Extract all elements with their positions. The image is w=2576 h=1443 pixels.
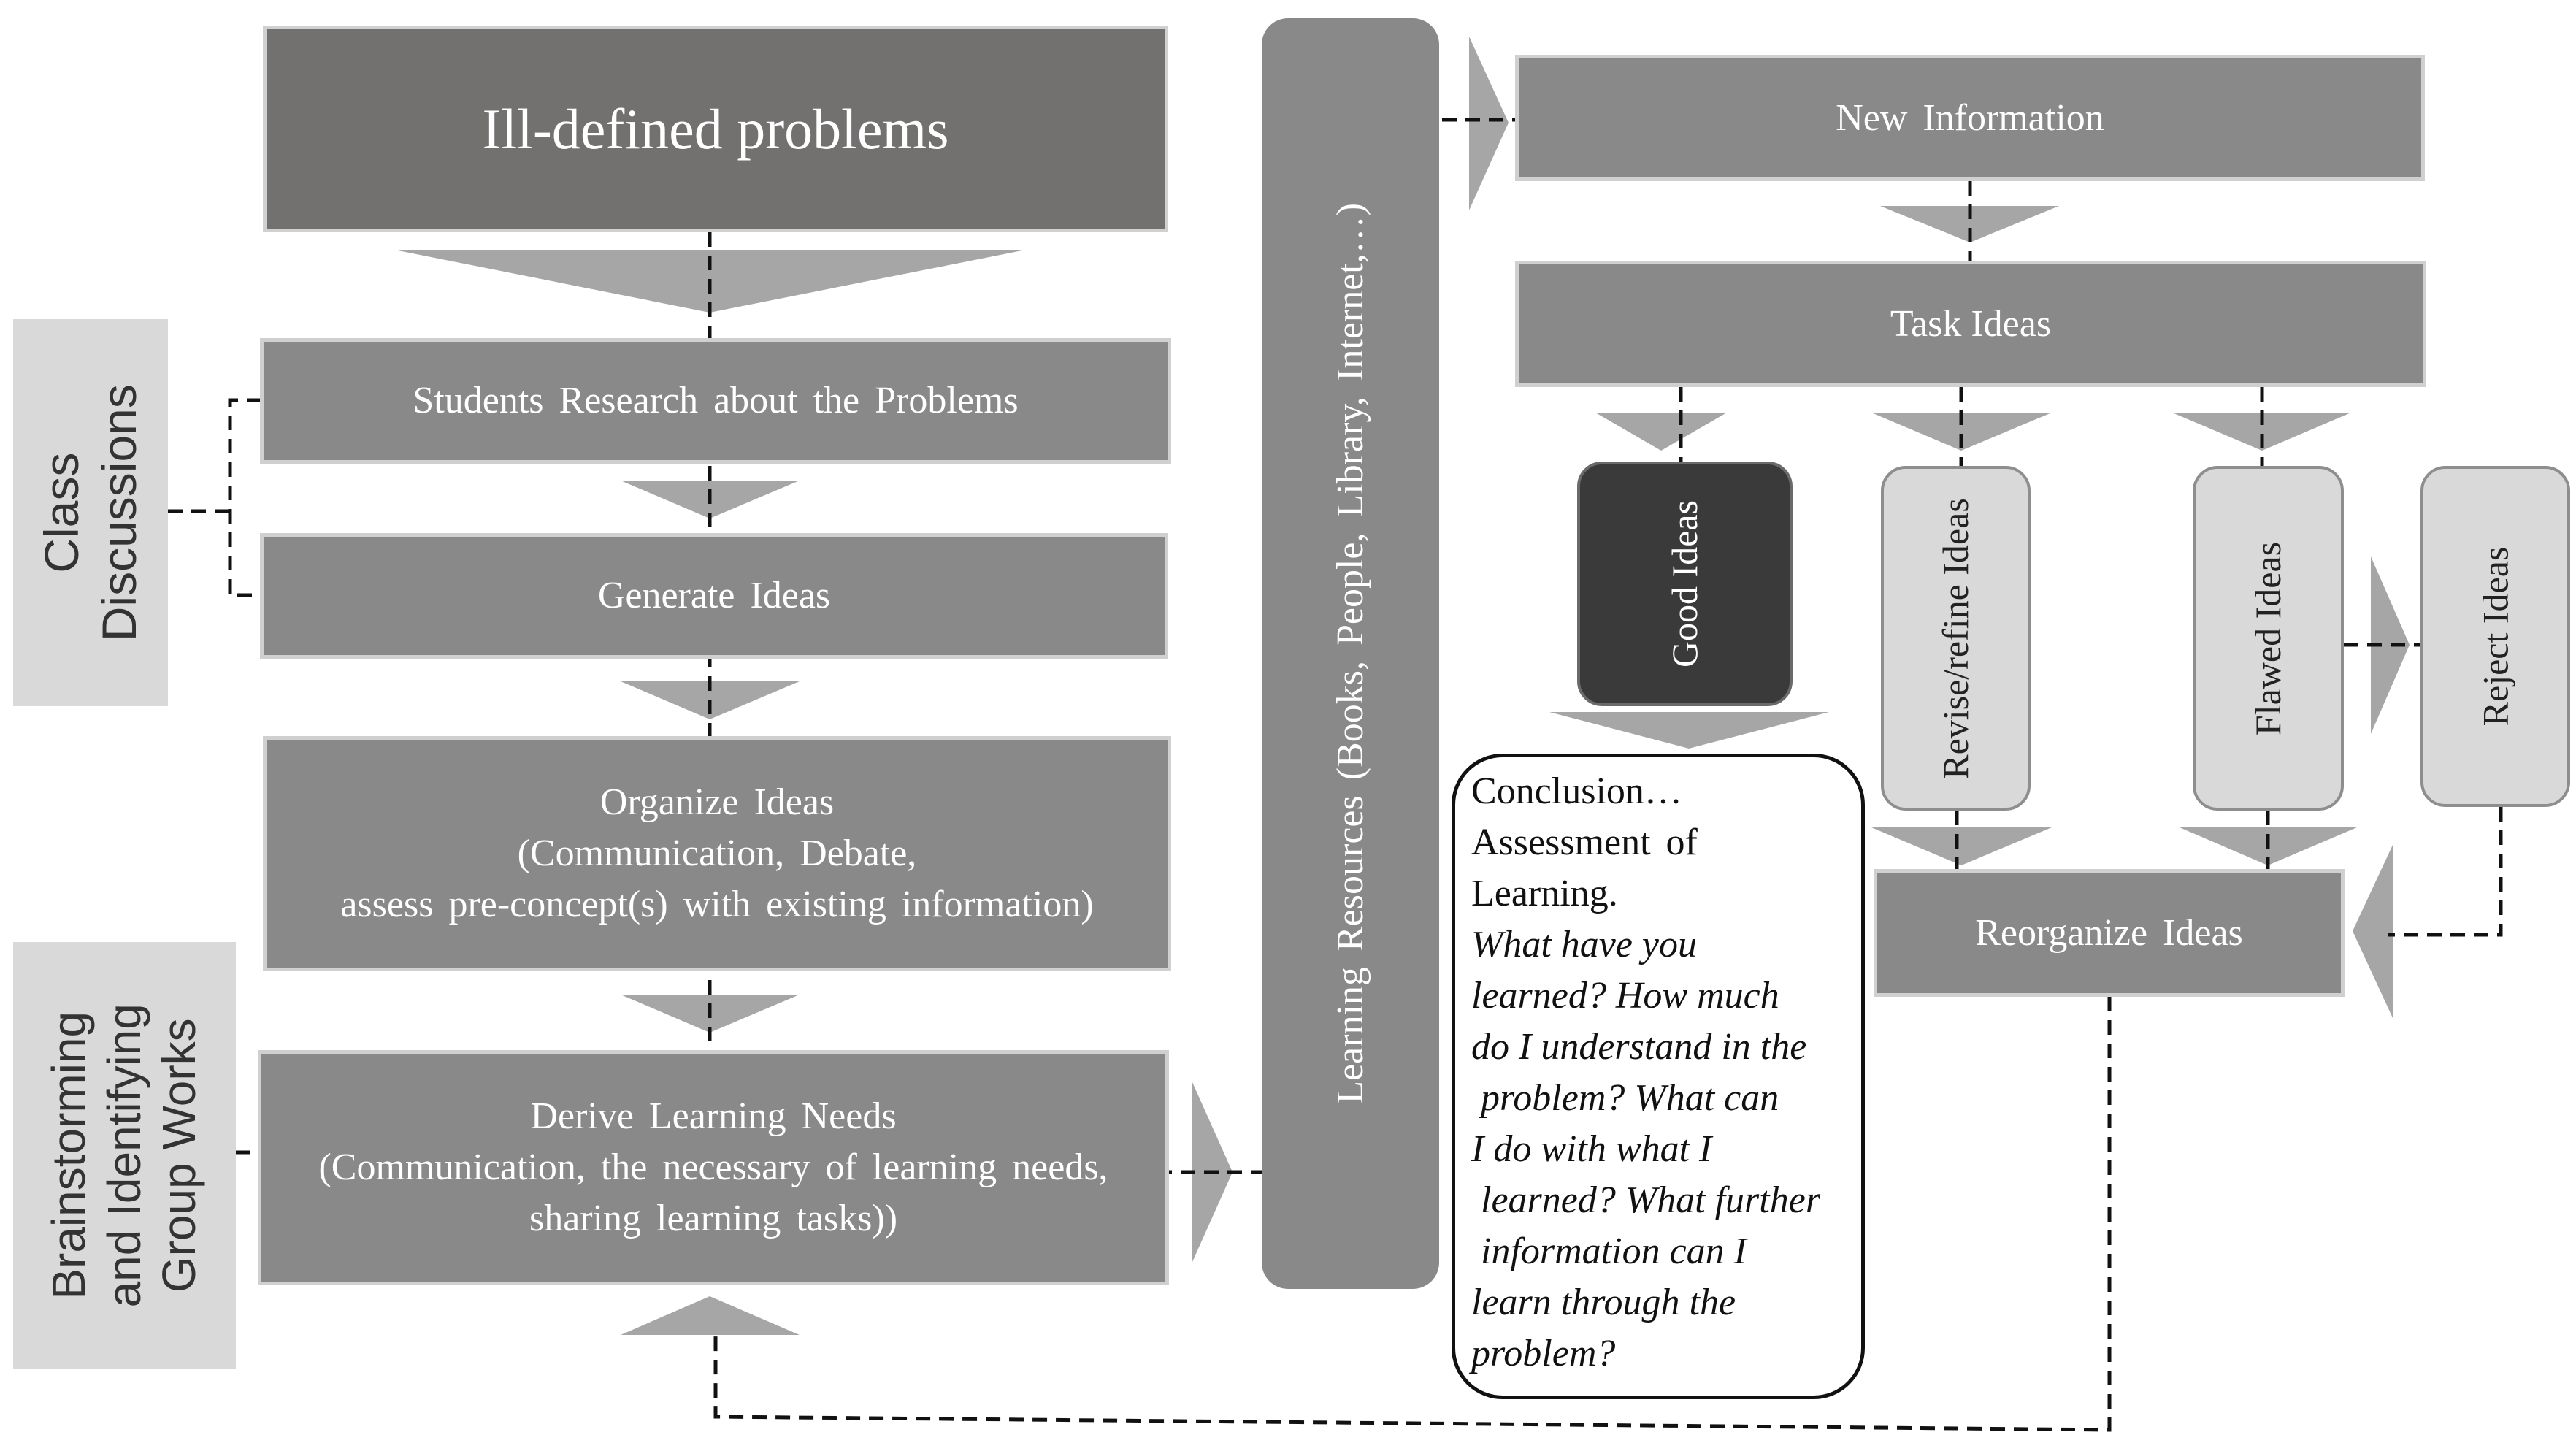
conclusion-box: Conclusion… Assessment of Learning. What… (1452, 754, 1865, 1399)
arrow-right-new-information (1469, 37, 1509, 210)
good-ideas-label: Good Ideas (1663, 500, 1705, 668)
brainstorming-line-2: and Identifying (97, 1003, 150, 1308)
arrow-right-reject (2371, 556, 2410, 734)
new-information-box: New Information (1515, 55, 2425, 181)
dashed-class-discussions-bracket (228, 398, 261, 597)
generate-ideas-box: Generate Ideas (260, 533, 1168, 659)
organize-ideas-title: Organize Ideas (599, 781, 835, 823)
flawed-ideas-box: Flawed Ideas (2193, 466, 2344, 811)
class-discussions-label: Class Discussions (13, 319, 168, 706)
reorganize-ideas-box: Reorganize Ideas (1874, 869, 2345, 997)
students-research-box: Students Research about the Problems (260, 338, 1171, 464)
class-discussions-line-2: Discussions (92, 383, 147, 642)
conclusion-line-2: Assessment of (1471, 822, 1698, 863)
arrow-down-revise-reorganize (1871, 827, 2052, 865)
question-line-3: do I understand in the (1471, 1026, 1807, 1068)
organize-ideas-box: Organize Ideas (Communication, Debate, a… (263, 736, 1171, 971)
revise-refine-ideas-label: Revise/refine Ideas (1935, 497, 1977, 779)
arrow-down-good (1595, 413, 1727, 451)
arrow-down-new-information (1880, 206, 2059, 242)
ill-defined-problems-label: Ill-defined problems (482, 96, 949, 161)
dashed-reject-to-reorganize (2388, 807, 2503, 937)
task-ideas-label: Task Ideas (1890, 302, 2052, 345)
task-ideas-box: Task Ideas (1515, 261, 2426, 387)
question-line-4: problem? What can (1471, 1077, 1779, 1119)
organize-ideas-line-1: (Communication, Debate, (517, 832, 917, 874)
class-discussions-line-1: Class (34, 452, 88, 573)
derive-learning-needs-line-2: sharing learning tasks)) (529, 1198, 898, 1239)
derive-learning-needs-line-1: (Communication, the necessary of learnin… (318, 1147, 1108, 1188)
organize-ideas-line-2: assess pre-concept(s) with existing info… (340, 884, 1094, 925)
question-line-9: problem? (1471, 1333, 1616, 1374)
arrow-down-flawed (2172, 413, 2351, 451)
arrow-up-loop-return (621, 1296, 800, 1335)
generate-ideas-label: Generate Ideas (597, 575, 831, 617)
ill-defined-problems-box: Ill-defined problems (263, 26, 1168, 232)
learning-resources-label: Learning Resources (Books, People, Libra… (1329, 203, 1371, 1104)
question-line-7: information can I (1471, 1230, 1747, 1272)
question-line-1: What have you (1471, 924, 1698, 965)
question-line-8: learn through the (1471, 1282, 1736, 1323)
derive-learning-needs-box: Derive Learning Needs (Communication, th… (258, 1050, 1169, 1285)
question-line-5: I do with what I (1471, 1128, 1712, 1170)
question-line-6: learned? What further (1471, 1179, 1821, 1221)
arrow-left-reorganize (2353, 845, 2393, 1018)
reject-ideas-label: Reject Ideas (2475, 546, 2516, 727)
arrow-down-revise (1871, 413, 2052, 451)
conclusion-line-3: Learning. (1471, 873, 1618, 914)
derive-learning-needs-title: Derive Learning Needs (530, 1095, 897, 1137)
new-information-label: New Information (1836, 96, 2104, 139)
brainstorming-label: Brainstorming and Identifying Group Work… (13, 942, 236, 1369)
reject-ideas-box: Reject Ideas (2420, 466, 2570, 807)
reorganize-ideas-label: Reorganize Ideas (1975, 911, 2243, 954)
dashed-feedback-loop (713, 997, 2112, 1432)
good-ideas-box: Good Ideas (1577, 462, 1793, 706)
brainstorming-line-3: Group Works (153, 1018, 206, 1293)
brainstorming-line-1: Brainstorming (42, 1011, 96, 1300)
arrow-down-conclusion (1549, 712, 1829, 749)
question-line-2: learned? How much (1471, 975, 1779, 1017)
students-research-label: Students Research about the Problems (413, 380, 1019, 422)
conclusion-line-1: Conclusion… (1471, 770, 1682, 812)
revise-refine-ideas-box: Revise/refine Ideas (1881, 466, 2031, 811)
flawed-ideas-label: Flawed Ideas (2247, 541, 2288, 735)
learning-resources-pillar: Learning Resources (Books, People, Libra… (1262, 18, 1439, 1289)
